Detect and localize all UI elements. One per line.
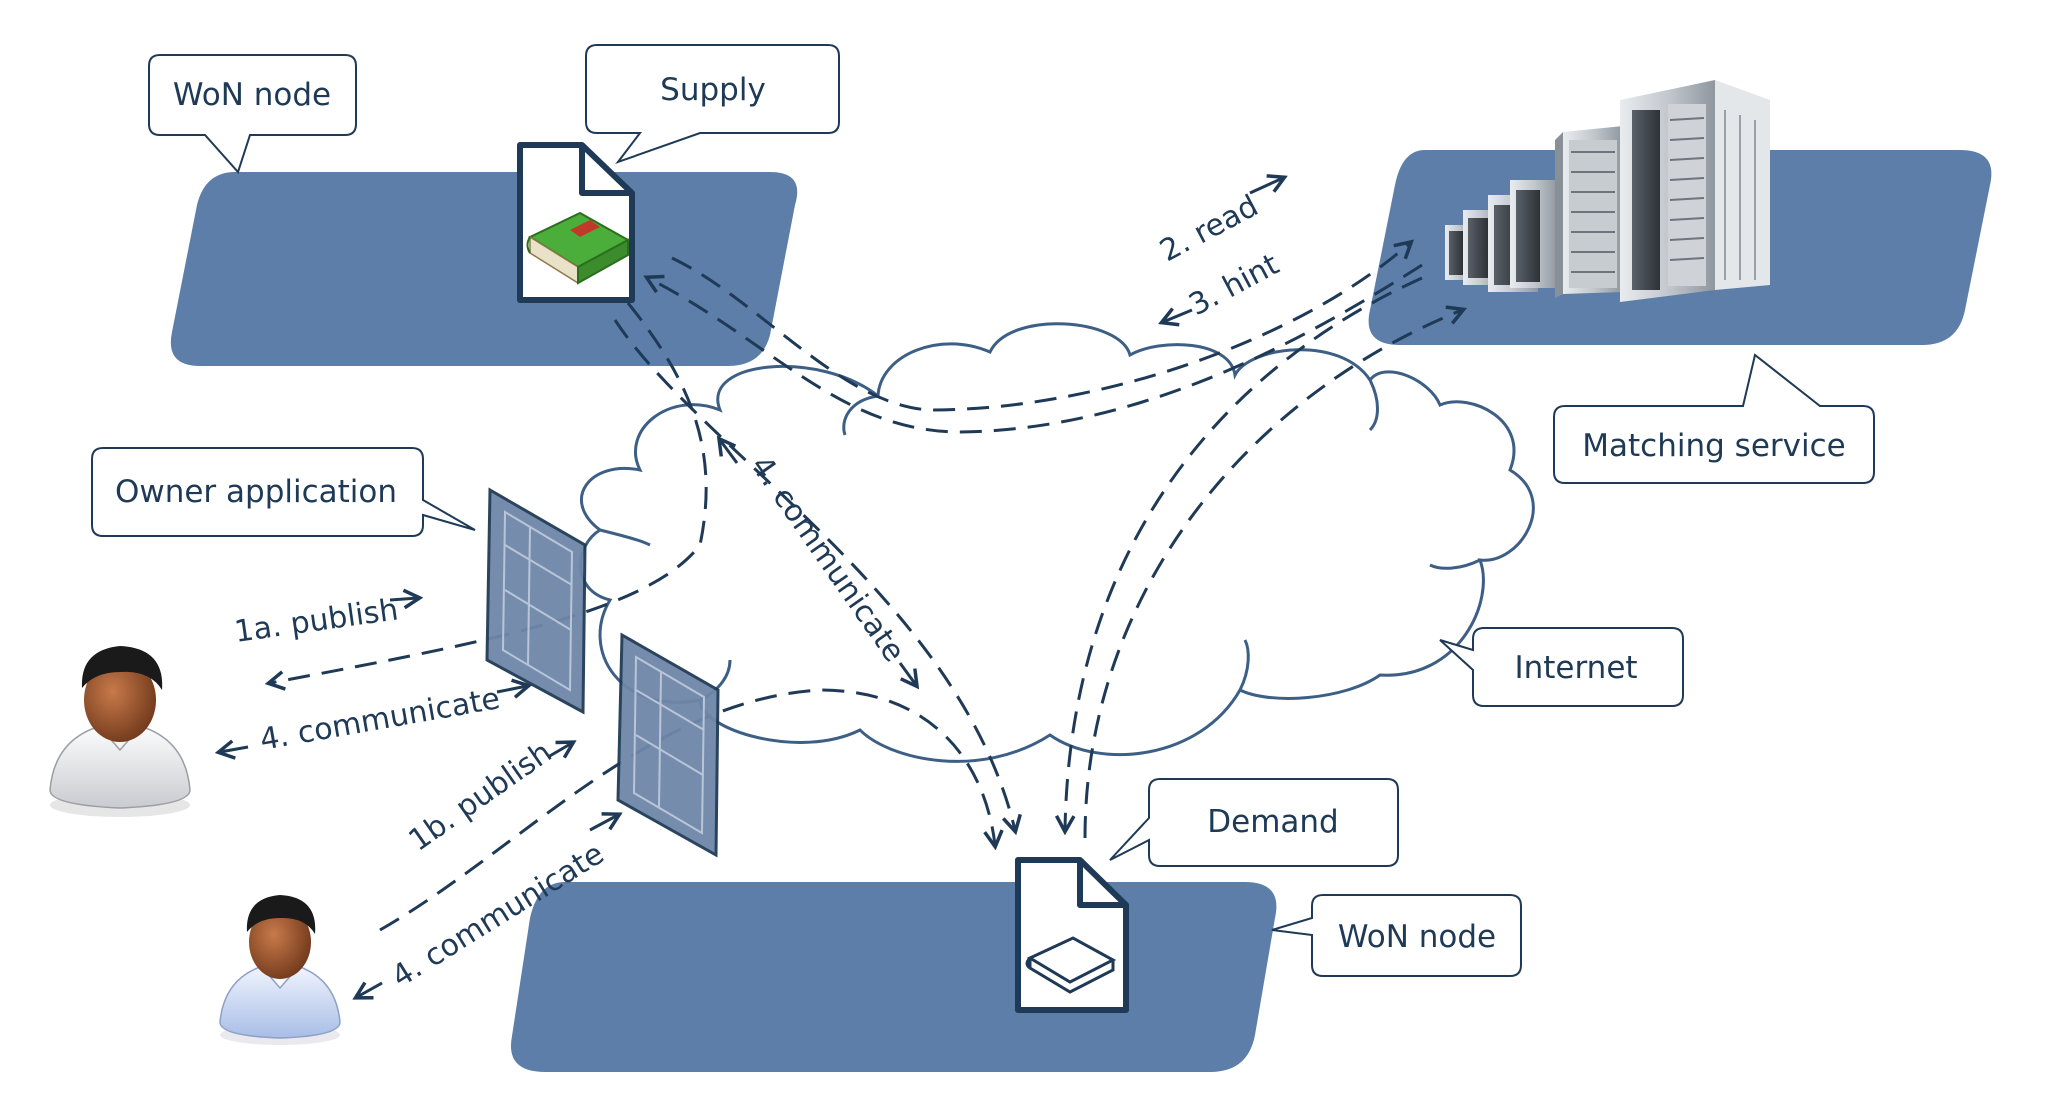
owner-application-window-1[interactable] bbox=[485, 487, 587, 715]
demand-document-icon bbox=[1015, 857, 1129, 1013]
owner-application-window-2[interactable] bbox=[616, 632, 720, 858]
won-node-top-callout: WoN node bbox=[148, 54, 357, 174]
flow-supply-to-user1 bbox=[270, 302, 708, 683]
communicate-user2-left-arrow bbox=[357, 983, 383, 997]
matching-service-label: Matching service bbox=[1582, 428, 1845, 464]
supply-label: Supply bbox=[660, 72, 766, 108]
hint-direction-arrow bbox=[1163, 310, 1193, 322]
flow-user2-to-demand bbox=[379, 688, 995, 932]
communicate-user2-right-arrow bbox=[589, 815, 618, 832]
publish-1a-direction-arrow bbox=[389, 598, 418, 600]
hint-label: 3. hint bbox=[1183, 247, 1285, 323]
user-avatar-icon-2 bbox=[219, 895, 341, 1045]
user-avatar-icon-1 bbox=[49, 646, 191, 817]
publish-1a-label: 1a. publish bbox=[232, 592, 400, 650]
communicate-center-label: 4. communicate bbox=[743, 450, 911, 669]
internet-callout: Internet bbox=[1439, 627, 1684, 707]
demand-label: Demand bbox=[1207, 804, 1338, 840]
communicate-user1-label: 4. communicate bbox=[257, 681, 502, 758]
communicate-user1-right-arrow bbox=[496, 686, 527, 692]
server-rack-icon bbox=[1445, 80, 1770, 302]
communicate-user1-left-arrow bbox=[220, 747, 249, 752]
publish-1b-direction-arrow bbox=[547, 743, 572, 757]
communicate-center-up-arrow bbox=[720, 440, 739, 464]
flow-hint bbox=[648, 263, 1423, 434]
won-node-bottom-callout: WoN node bbox=[1271, 894, 1522, 977]
supply-callout: Supply bbox=[585, 44, 840, 165]
won-node-platform-bottom bbox=[510, 882, 1277, 1072]
publish-1b-label: 1b. publish bbox=[403, 735, 559, 859]
demand-callout: Demand bbox=[1109, 778, 1399, 867]
flow-matching-to-demand-2 bbox=[1083, 310, 1462, 839]
flow-supply-to-demand bbox=[613, 319, 1015, 830]
flow-read bbox=[671, 243, 1410, 412]
won-node-bottom-label: WoN node bbox=[1338, 919, 1496, 955]
communicate-center-down-arrow bbox=[898, 662, 916, 685]
won-node-top-label: WoN node bbox=[173, 77, 331, 113]
flow-matching-to-demand-1 bbox=[1065, 276, 1423, 830]
owner-application-label: Owner application bbox=[115, 474, 397, 510]
supply-document-icon bbox=[517, 142, 635, 303]
matching-service-callout: Matching service bbox=[1553, 353, 1875, 484]
internet-label: Internet bbox=[1514, 650, 1637, 686]
internet-cloud bbox=[579, 322, 1535, 763]
won-node-platform-top bbox=[170, 172, 798, 366]
read-direction-arrow bbox=[1249, 178, 1283, 195]
owner-application-callout: Owner application bbox=[91, 447, 476, 537]
book-outline-icon bbox=[1025, 936, 1117, 994]
green-book-icon bbox=[526, 211, 631, 285]
